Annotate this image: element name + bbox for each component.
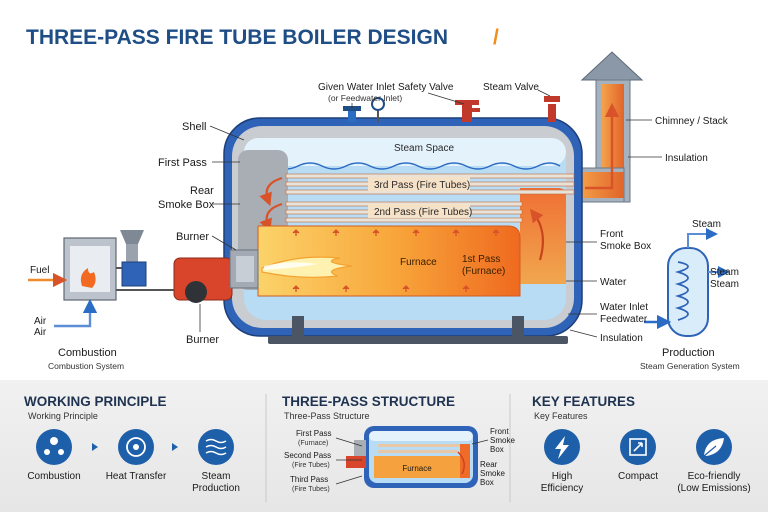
- leaf-icon: [696, 429, 732, 465]
- label-air-1: Air: [34, 316, 47, 327]
- step-steam-label: Steam: [202, 471, 231, 482]
- third-pass-line2: (Fire Tubes): [292, 486, 330, 493]
- lightning-icon: [544, 429, 580, 465]
- label-furnace: Furnace: [400, 257, 437, 268]
- label-air-2: Air: [34, 327, 47, 338]
- flame: [261, 256, 353, 278]
- step-production-label: Production: [192, 483, 240, 494]
- label-front-smoke-box-1: Front: [600, 229, 624, 240]
- safety-valve-icon: [455, 100, 480, 122]
- three-pass-heading: THREE-PASS STRUCTURE: [282, 394, 455, 409]
- label-rear-smoke-box-2: Smoke Box: [158, 199, 215, 211]
- feature-high-label: High: [552, 471, 573, 482]
- step-combustion-label: Combustion: [27, 471, 80, 482]
- support-base: [268, 336, 568, 344]
- working-principle-heading: WORKING PRINCIPLE: [24, 394, 167, 409]
- label-insulation-bottom: Insulation: [600, 333, 643, 344]
- feature-compact-label: Compact: [618, 471, 658, 482]
- working-principle-sub: Working Principle: [28, 411, 98, 421]
- label-insulation-top: Insulation: [665, 153, 708, 164]
- feature-low-emissions-label: (Low Emissions): [677, 483, 750, 494]
- combustion-system: [28, 230, 174, 328]
- feature-efficiency-label: Efficiency: [541, 483, 584, 494]
- label-water-inlet-1: Water Inlet: [600, 302, 648, 313]
- label-rear-smoke-box-1: Rear: [190, 185, 214, 197]
- boiler-shell: [223, 117, 583, 344]
- steam-valve-icon: [544, 96, 560, 122]
- label-steam-2: Steam: [710, 267, 739, 278]
- label-steam-1: Steam: [692, 219, 721, 230]
- mini-furnace-label: Furnace: [402, 464, 432, 473]
- rear-smoke-line1: Rear: [480, 460, 498, 469]
- step-heat-transfer-label: Heat Transfer: [106, 471, 167, 482]
- water-surface: [249, 162, 561, 170]
- label-front-smoke-box-2: Smoke Box: [600, 241, 651, 252]
- label-third-pass: 3rd Pass (Fire Tubes): [374, 180, 470, 191]
- label-shell: Shell: [182, 121, 206, 133]
- second-pass-line2: (Fire Tubes): [292, 462, 330, 469]
- steam-generation-system: [644, 228, 730, 337]
- label-production: Production: [662, 347, 715, 359]
- label-feedwater-inlet-sub: (or Feedwater Inlet): [328, 93, 402, 103]
- label-combustion: Combustion: [58, 347, 117, 359]
- steam-space-region: [244, 138, 566, 166]
- label-given-water-inlet: Given Water Inlet: [318, 82, 395, 93]
- label-second-pass: 2nd Pass (Fire Tubes): [374, 207, 472, 218]
- title-slash: /: [493, 26, 499, 49]
- key-features-heading: KEY FEATURES: [532, 394, 635, 409]
- label-burner-top: Burner: [176, 231, 209, 243]
- label-water: Water: [600, 277, 627, 288]
- label-steam-space: Steam Space: [394, 143, 454, 154]
- key-features-sub: Key Features: [534, 411, 588, 421]
- front-smoke-line2: Smoke: [490, 436, 515, 445]
- chimney: [573, 51, 644, 203]
- label-combustion-system: Combustion System: [48, 361, 124, 371]
- combustion-icon: [36, 429, 72, 465]
- label-water-inlet-2: Feedwater: [600, 314, 648, 325]
- first-pass-line2: (Furnace): [298, 440, 328, 447]
- first-pass-line1: First Pass: [296, 429, 332, 438]
- page-title: THREE-PASS FIRE TUBE BOILER DESIGN: [26, 26, 448, 49]
- rear-smoke-line3: Box: [480, 478, 494, 487]
- label-fuel: Fuel: [30, 265, 49, 276]
- label-steam-valve: Steam Valve: [483, 82, 539, 93]
- burner: [173, 249, 259, 303]
- label-steam-generation-system: Steam Generation System: [640, 361, 740, 371]
- second-pass-line1: Second Pass: [284, 451, 331, 460]
- heat-transfer-icon: [118, 429, 154, 465]
- label-steam-3: Steam: [710, 279, 739, 290]
- rear-smoke-line2: Smoke: [480, 469, 505, 478]
- three-pass-sub: Three-Pass Structure: [284, 411, 370, 421]
- label-first-pass: First Pass: [158, 157, 207, 169]
- mini-boiler: [346, 426, 478, 488]
- label-first-pass-furnace-1: 1st Pass: [462, 254, 500, 265]
- label-burner-bottom: Burner: [186, 334, 219, 346]
- steam-production-icon: [198, 429, 234, 465]
- feature-eco-label: Eco-friendly: [688, 471, 741, 482]
- given-water-inlet-valve: [343, 106, 361, 122]
- third-pass-line1: Third Pass: [290, 475, 328, 484]
- pressure-gauge-icon: [371, 97, 385, 122]
- front-smoke-line3: Box: [490, 445, 504, 454]
- compact-icon: [620, 429, 656, 465]
- label-chimney: Chimney / Stack: [655, 116, 729, 127]
- front-smoke-line1: Front: [490, 427, 509, 436]
- label-safety-valve: Safety Valve: [398, 82, 454, 93]
- furnace-chamber: [257, 225, 521, 297]
- combustion-flame-icon: [80, 268, 96, 288]
- label-first-pass-furnace-2: (Furnace): [462, 266, 505, 277]
